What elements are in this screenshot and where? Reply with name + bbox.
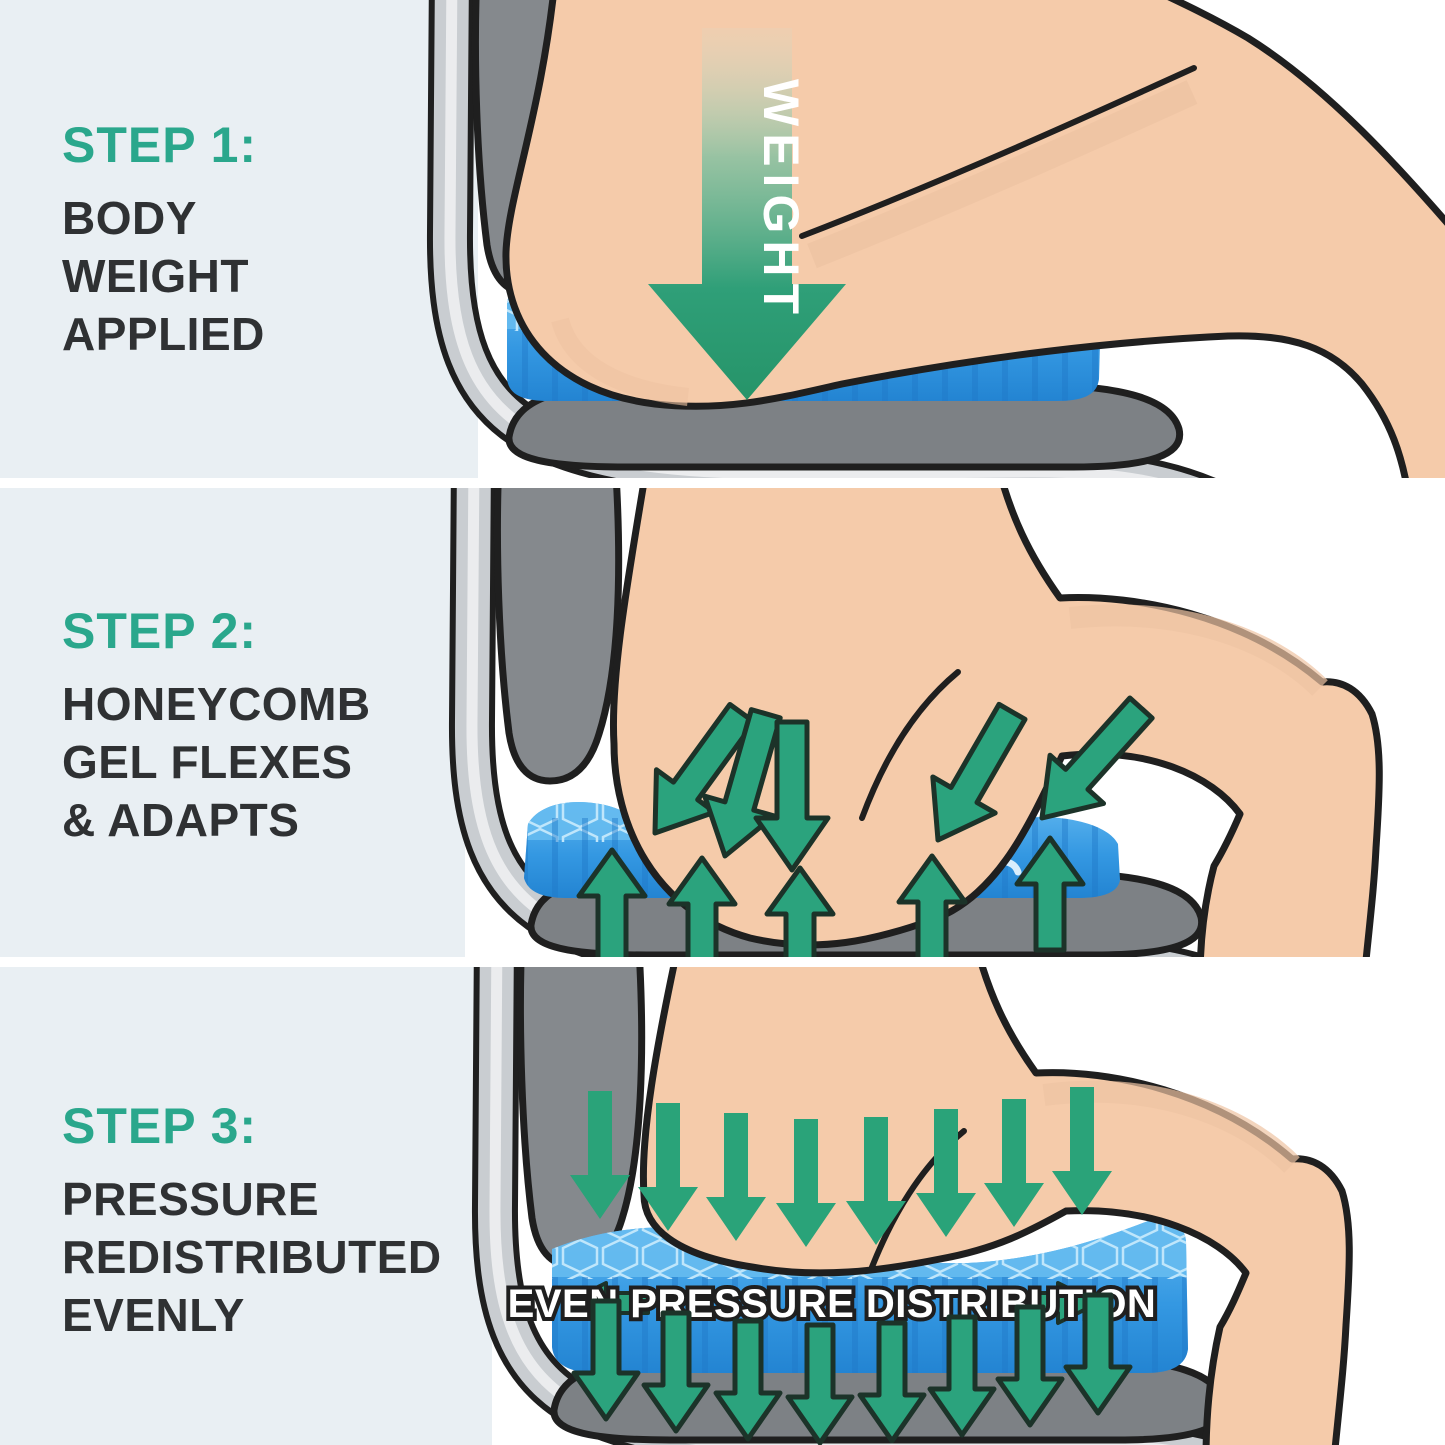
thigh-shadow bbox=[1068, 604, 1328, 696]
even-down-arrows-above bbox=[570, 1087, 1112, 1247]
step-3-title: PRESSURE REDISTRIBUTED EVENLY bbox=[62, 1173, 442, 1341]
down-arrow-icon bbox=[927, 1314, 997, 1438]
down-arrow-icon bbox=[846, 1117, 906, 1245]
panel-3-illustration: EVEN PRESSURE DISTRIBUTION bbox=[471, 967, 1353, 1445]
hip-crease-line bbox=[799, 65, 1197, 239]
step-2-heading: STEP 2: bbox=[62, 603, 258, 659]
panel-2-left-background bbox=[0, 488, 465, 957]
hip-crease-shadow bbox=[807, 80, 1198, 269]
even-down-arrows-below bbox=[571, 1292, 1133, 1445]
weight-arrow-icon: WEIGHT bbox=[648, 28, 846, 400]
down-arrow-icon bbox=[930, 701, 1028, 843]
down-arrow-icon bbox=[571, 1298, 641, 1422]
support-up-arrows bbox=[576, 835, 1086, 957]
down-arrow-icon bbox=[570, 1091, 630, 1219]
down-arrow-icon bbox=[641, 1310, 711, 1434]
down-arrow-icon bbox=[713, 1318, 783, 1442]
chair-frame-highlight bbox=[466, 488, 1122, 957]
panel-step-2: STEP 2: HONEYCOMB GEL FLEXES & ADAPTS bbox=[0, 488, 1445, 957]
hip-fold-line bbox=[859, 669, 961, 821]
panel-step-1: WEIGHT STEP 1: BODY WEIGHT APPLIED bbox=[0, 0, 1445, 478]
step-1-heading: STEP 1: bbox=[62, 117, 258, 173]
pressure-down-arrows bbox=[652, 695, 1155, 873]
panel-1-left-background bbox=[0, 0, 478, 478]
panel-3-text: STEP 3: PRESSURE REDISTRIBUTED EVENLY bbox=[62, 1097, 442, 1345]
down-arrow-icon bbox=[776, 1119, 836, 1247]
up-arrow-icon bbox=[764, 865, 836, 957]
down-arrow-icon bbox=[984, 1099, 1044, 1227]
weight-arrow-label: WEIGHT bbox=[753, 79, 809, 321]
down-arrow-icon bbox=[1039, 695, 1155, 821]
down-arrow-icon bbox=[1052, 1087, 1112, 1215]
down-arrow-icon bbox=[857, 1320, 927, 1444]
down-arrow-icon bbox=[995, 1304, 1065, 1428]
down-arrow-icon bbox=[916, 1109, 976, 1237]
panel-2-text: STEP 2: HONEYCOMB GEL FLEXES & ADAPTS bbox=[62, 602, 371, 850]
down-arrow-icon bbox=[706, 1113, 766, 1241]
step-1-title: BODY WEIGHT APPLIED bbox=[62, 192, 265, 360]
panel-3-left-background bbox=[0, 967, 492, 1445]
down-arrow-icon bbox=[1063, 1292, 1133, 1416]
step-3-heading: STEP 3: bbox=[62, 1098, 258, 1154]
down-arrow-icon bbox=[753, 719, 831, 873]
step-2-title: HONEYCOMB GEL FLEXES & ADAPTS bbox=[62, 678, 371, 846]
up-arrow-icon bbox=[896, 853, 968, 957]
panel-1-text: STEP 1: BODY WEIGHT APPLIED bbox=[62, 116, 265, 364]
up-arrow-icon bbox=[1014, 835, 1086, 953]
backrest-pad bbox=[493, 488, 623, 785]
panel-step-3: EVEN PRESSURE DISTRIBUTION bbox=[0, 967, 1445, 1445]
backrest-pad bbox=[516, 967, 646, 1270]
up-arrow-icon bbox=[666, 855, 738, 957]
panel-2-illustration bbox=[448, 488, 1383, 957]
panel-1-illustration: WEIGHT bbox=[426, 0, 1445, 478]
buttock-shadow bbox=[551, 317, 689, 406]
down-arrow-icon bbox=[785, 1322, 855, 1445]
down-arrow-icon bbox=[638, 1103, 698, 1231]
up-arrow-icon bbox=[576, 847, 648, 957]
